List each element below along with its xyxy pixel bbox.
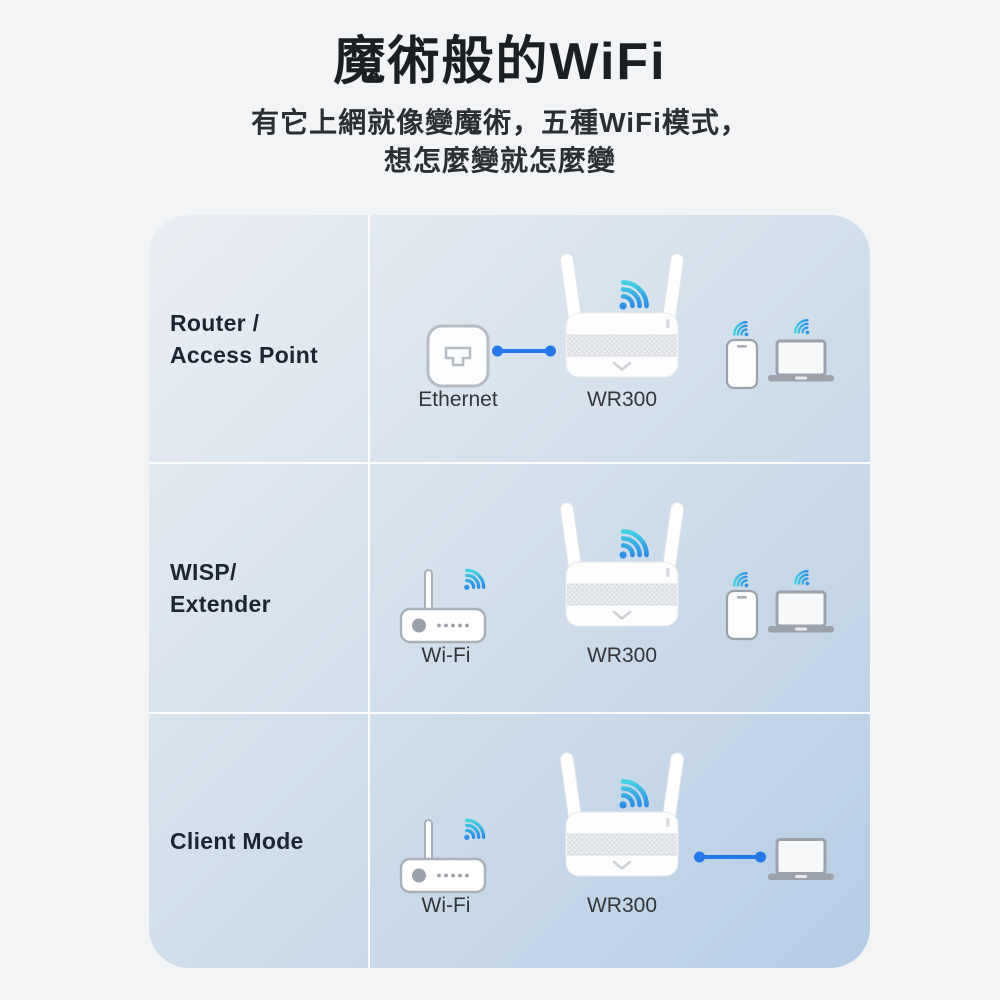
mode-diagram: Wi-Fi WR300: [368, 464, 870, 712]
mode-row-client-mode: Client Mode Wi-Fi WR300: [149, 714, 870, 968]
row-divider: [149, 712, 870, 714]
mode-row-router-access-point: Router / Access Point Ethernet WR300: [149, 215, 870, 463]
device-label: WR300: [586, 388, 658, 411]
wifi-router-icon: [398, 548, 506, 644]
wifi-mode-table: Router / Access Point Ethernet WR300 WIS…: [149, 215, 870, 968]
subtitle-line-2: 想怎麼變就怎麼變: [383, 145, 616, 176]
page-header: 魔術般的WiFi 有它上網就像變魔術，五種WiFi模式， 想怎麼變就怎麼變: [0, 0, 1000, 180]
mode-label-line2: Access Point: [170, 342, 319, 368]
subtitle-line-1: 有它上網就像變魔術，五種WiFi模式，: [251, 107, 749, 138]
laptop-wifi-icon: [768, 313, 834, 385]
device-label: WR300: [586, 894, 658, 917]
column-divider: [368, 215, 370, 968]
wired-connector: [496, 349, 552, 353]
laptop-icon: [768, 838, 834, 882]
source-label: Ethernet: [418, 388, 498, 411]
mode-diagram: Ethernet WR300: [368, 215, 870, 463]
source-label: Wi-Fi: [421, 894, 471, 917]
mode-label: Router / Access Point: [149, 215, 368, 463]
mode-label-line1: WISP/: [170, 559, 237, 585]
page-subtitle: 有它上網就像變魔術，五種WiFi模式， 想怎麼變就怎麼變: [0, 104, 1000, 180]
mode-label: WISP/ Extender: [149, 464, 368, 712]
device-label: WR300: [586, 644, 658, 667]
laptop-wifi-icon: [768, 564, 834, 636]
wr300-router-icon: [552, 251, 692, 383]
mode-diagram: Wi-Fi WR300: [368, 714, 870, 968]
source-label: Wi-Fi: [421, 644, 471, 667]
mode-label: Client Mode: [149, 714, 368, 968]
wr300-router-icon: [552, 750, 692, 882]
mode-label-line1: Router /: [170, 310, 260, 336]
mode-row-wisp-extender: WISP/ Extender Wi-Fi WR300: [149, 464, 870, 712]
phone-wifi-icon: [720, 564, 764, 642]
mode-label-line2: Extender: [170, 591, 271, 617]
phone-wifi-icon: [720, 313, 764, 391]
page-title: 魔術般的WiFi: [333, 33, 667, 91]
wired-connector: [698, 855, 762, 859]
wifi-router-icon: [398, 798, 506, 894]
wr300-router-icon: [552, 500, 692, 632]
row-divider: [149, 462, 870, 464]
ethernet-socket-icon: [426, 324, 490, 388]
mode-label-line1: Client Mode: [170, 828, 304, 854]
